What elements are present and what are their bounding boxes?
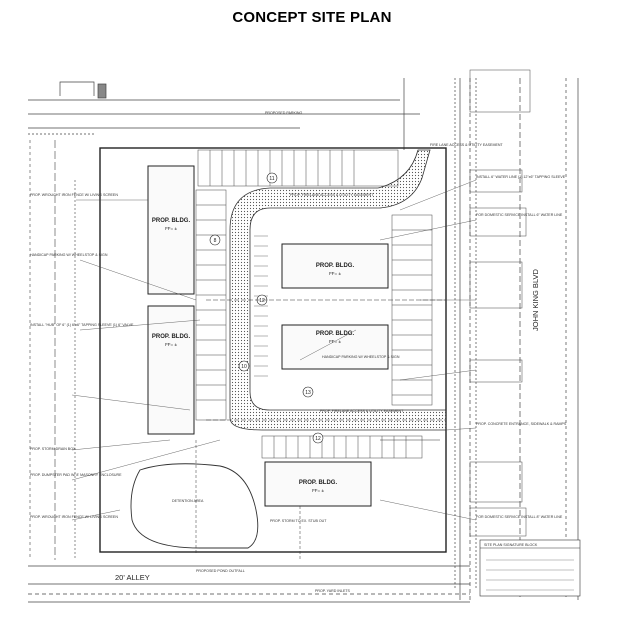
building-2-name: PROP. BLDG. — [152, 334, 191, 340]
existing-streets-top — [28, 81, 420, 135]
callout-install-hub: INSTALL "HUB" OF 6" (1) 6"x6" TAPPING SL… — [30, 323, 134, 327]
buildings — [147, 165, 389, 507]
callout-handicap-right: HANDICAP PARKING W/ WHEELSTOP & SIGN — [322, 355, 400, 359]
callouts-center: PROPOSED PARKING PROP. FIRELANE ACCESS &… — [196, 111, 404, 593]
callout-concrete-entrance: PROP. CONCRETE ENTRANCE, SIDEWALK & RAMP… — [476, 422, 567, 426]
left-edge-lines — [29, 140, 76, 560]
callout-water-line: INSTALL 6" WATER LINE (1) 12"x6" TAPPING… — [476, 175, 566, 179]
building-labels: PROP. BLDG. FF= ± PROP. BLDG. FF= ± PROP… — [152, 218, 355, 493]
page-title: CONCEPT SITE PLAN — [232, 9, 392, 26]
utility-lines — [195, 299, 446, 560]
road-right — [403, 78, 579, 600]
building-2-ff: FF= ± — [165, 342, 177, 347]
marker-10: 10 — [241, 364, 247, 370]
building-4-ff: FF= ± — [329, 339, 341, 344]
building-4-name: PROP. BLDG. — [316, 331, 355, 337]
callout-storm-drain: PROP. STORM DRAIN BOX — [30, 447, 76, 451]
callout-dumpster-pad: PROP. DUMPSTER PAD W/ 8' MASONRY ENCLOSU… — [30, 473, 122, 477]
building-1 — [147, 165, 195, 295]
east-parking — [391, 214, 433, 406]
signature-block-title: SITE PLAN SIGNATURE BLOCK — [484, 543, 538, 547]
callout-handicap-left: HANDICAP PARKING W/ WHEELSTOP & SIGN — [30, 253, 108, 257]
alley-bottom — [28, 565, 470, 603]
callout-fire-hydrant: FIRE LANE ACCESS & UTILITY EASEMENT — [430, 143, 503, 147]
building-3-name: PROP. BLDG. — [316, 263, 355, 269]
callout-pond-outfall: PROPOSED POND OUTFALL — [196, 569, 245, 573]
callout-firelane-mid: PROP. FIRELANE ACCESS & UTILITY EASEMENT — [320, 409, 404, 413]
property-boundary — [99, 147, 447, 553]
marker-8: 8 — [214, 238, 217, 244]
west-parking — [195, 189, 227, 421]
building-3 — [281, 243, 389, 289]
building-5-name: PROP. BLDG. — [299, 480, 338, 486]
signature-block — [479, 539, 581, 597]
callout-domestic-top: FOR DOMESTIC SERVICE INSTALL 6" WATER LI… — [476, 213, 563, 217]
marker-12a: 12 — [259, 298, 265, 304]
callout-storm-outfall: PROP. STORM TO EX. STUB OUT — [270, 519, 327, 523]
leader-lines — [71, 179, 477, 521]
callout-yard-inlets: PROP. YARD INLETS — [315, 589, 351, 593]
keynote-markers — [209, 172, 324, 444]
building-5-ff: FF= ± — [312, 488, 324, 493]
fire-lane-driveway — [229, 149, 447, 431]
callout-iron-fence-bottom: PROP. WROUGHT IRON FENCE W/ LIVING SCREE… — [30, 515, 118, 519]
alley-label: 20' ALLEY — [115, 573, 150, 582]
top-parking — [197, 149, 399, 187]
marker-12b: 12 — [315, 436, 321, 442]
callout-iron-fence-top: PROP. WROUGHT IRON FENCE W/ LIVING SCREE… — [30, 193, 118, 197]
callouts-right: FIRE LANE ACCESS & UTILITY EASEMENT INST… — [430, 143, 567, 519]
detention-area-label: DETENTION AREA — [172, 499, 204, 503]
keynote-numbers: 11 8 12 10 13 12 — [214, 176, 321, 442]
building-3-ff: FF= ± — [329, 271, 341, 276]
building-2 — [147, 305, 195, 435]
building-1-name: PROP. BLDG. — [152, 218, 191, 224]
detention-area — [130, 463, 259, 549]
callout-parking-top: PROPOSED PARKING — [265, 111, 302, 115]
note-boxes — [469, 69, 531, 537]
boulevard-label: JOHN KING BLVD — [531, 268, 540, 331]
marker-11: 11 — [269, 176, 274, 182]
callouts-left: PROP. WROUGHT IRON FENCE W/ LIVING SCREE… — [30, 193, 134, 519]
callout-fire-lane: PROP. FIRELANE ACCESS & UTILITY EASEMENT — [290, 193, 374, 197]
building-4 — [281, 324, 389, 370]
callout-domestic-bottom: FOR DOMESTIC SERVICE INSTALL 8" WATER LI… — [476, 515, 563, 519]
building-1-ff: FF= ± — [165, 226, 177, 231]
building-5 — [264, 461, 372, 507]
bottom-parking — [261, 435, 423, 459]
marker-13: 13 — [305, 390, 311, 396]
